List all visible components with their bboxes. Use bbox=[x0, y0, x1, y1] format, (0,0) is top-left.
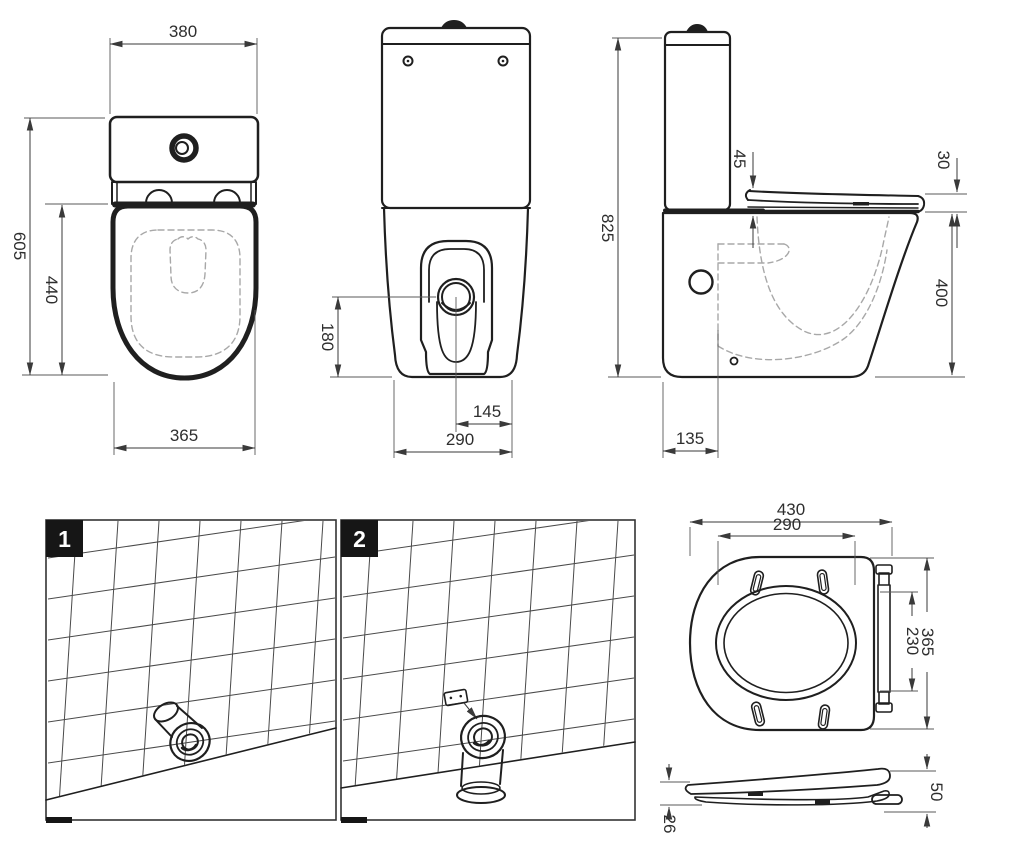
hinge-pin bbox=[871, 794, 903, 805]
install-step-2: 2 bbox=[340, 519, 636, 823]
dim-outlet-setback: 135 bbox=[676, 429, 704, 448]
outlet-recess bbox=[419, 239, 494, 376]
flush-button-rear bbox=[441, 20, 467, 28]
step-1-label: 1 bbox=[58, 526, 71, 552]
side-view: 825 45 30 400 135 bbox=[598, 24, 967, 458]
dim-seat-height-back: 50 bbox=[927, 783, 946, 802]
dim-bowl-depth: 440 bbox=[42, 276, 61, 304]
seat-plan-view: 430 290 365 230 bbox=[688, 500, 937, 732]
seat-outline bbox=[688, 555, 876, 732]
seat-bumper-b bbox=[815, 800, 830, 804]
dim-seat-inner-width: 290 bbox=[773, 515, 801, 534]
lid-profile-shape bbox=[684, 767, 891, 795]
dim-base-width: 290 bbox=[446, 430, 474, 449]
dim-bowl-width: 365 bbox=[170, 426, 198, 445]
seat-bumper-a bbox=[748, 792, 763, 796]
flush-button bbox=[169, 133, 199, 163]
hinge-bump-right bbox=[213, 189, 241, 204]
hinge-bump-left bbox=[145, 189, 173, 204]
plan-view: 380 605 440 365 bbox=[10, 22, 260, 455]
flush-button-side bbox=[686, 24, 708, 32]
cistern-side bbox=[663, 30, 732, 212]
flush-well-dashed bbox=[169, 236, 207, 294]
fixing-hole bbox=[729, 356, 739, 366]
seat-hinge-bar bbox=[875, 564, 893, 713]
install-step-1: 1 bbox=[45, 519, 337, 823]
cistern-rear bbox=[380, 26, 532, 210]
dim-seat-back-thickness: 45 bbox=[730, 150, 749, 169]
seat-bumper-slots bbox=[749, 569, 831, 730]
side-hole bbox=[688, 269, 714, 295]
step-2-label: 2 bbox=[353, 526, 366, 552]
dim-seat-outer-depth: 365 bbox=[918, 628, 937, 656]
dim-outlet-height: 180 bbox=[318, 323, 337, 351]
floor-line-1 bbox=[45, 727, 337, 801]
dim-cistern-width: 380 bbox=[169, 22, 197, 41]
dim-seat-outer-width: 430 bbox=[777, 500, 805, 519]
scale-bar-1 bbox=[46, 817, 72, 823]
dim-total-height: 825 bbox=[598, 214, 617, 242]
dim-seat-inner-depth: 230 bbox=[903, 627, 922, 655]
bowl-outline bbox=[110, 203, 259, 381]
seat-damper bbox=[853, 202, 869, 206]
cistern-top bbox=[108, 115, 260, 184]
wall-bracket bbox=[443, 688, 469, 707]
wall-outlet-pipe bbox=[153, 701, 211, 762]
seat-opening-inner bbox=[723, 592, 849, 694]
rear-view: 180 145 290 bbox=[318, 20, 532, 458]
dim-outlet-offset: 145 bbox=[473, 402, 501, 421]
step-badge-1 bbox=[46, 520, 83, 557]
leader-arrow bbox=[463, 702, 478, 720]
floor-outlet-pipe bbox=[456, 714, 507, 804]
dim-total-depth: 605 bbox=[10, 232, 29, 260]
bowl-cavity-dashed bbox=[756, 216, 890, 336]
scale-bar-2 bbox=[341, 817, 367, 823]
screw-hole-left bbox=[402, 55, 414, 67]
dim-rim-height: 400 bbox=[932, 279, 951, 307]
trap-dashed bbox=[717, 249, 888, 361]
dim-seat-front-thickness: 30 bbox=[934, 151, 953, 170]
seat-opening-outer bbox=[715, 585, 857, 701]
step-badge-2 bbox=[341, 520, 378, 557]
seat-ring-profile-shape bbox=[694, 790, 890, 806]
dim-seat-height-front: 26 bbox=[660, 815, 679, 834]
bowl-side bbox=[661, 211, 919, 379]
floor-line-2 bbox=[340, 741, 636, 789]
bowl-inner-dashed bbox=[130, 229, 241, 358]
seat-profile-view: 26 50 bbox=[660, 754, 946, 833]
lid-profile bbox=[748, 190, 919, 197]
screw-hole-right bbox=[497, 55, 509, 67]
